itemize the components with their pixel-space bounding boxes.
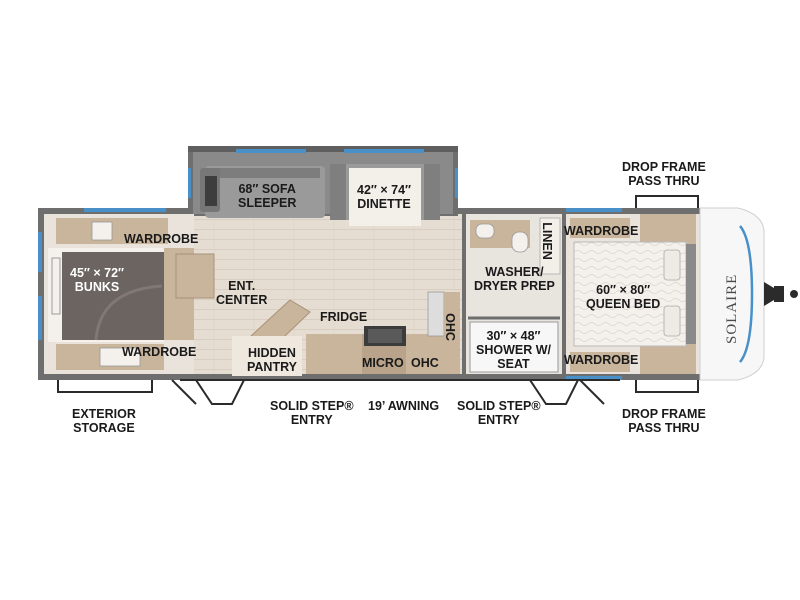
hidden-pantry-cabinet xyxy=(232,299,311,376)
bunks-label: 45″ × 72″BUNKS xyxy=(70,266,125,294)
shower-label: 30″ × 48″SHOWER W/SEAT xyxy=(476,329,551,371)
front-cap xyxy=(699,207,798,381)
dinette-booth xyxy=(330,164,440,226)
bedroom xyxy=(566,214,700,374)
solid-step-right-label: SOLID STEP®ENTRY xyxy=(457,399,541,427)
windows xyxy=(38,208,622,380)
wardrobe-rear-left-label: WARDROBE xyxy=(122,345,197,359)
drop-frame-brackets xyxy=(57,195,699,393)
ohc-vertical-label: OHC xyxy=(442,313,457,341)
brand-logo: SOLAIRE xyxy=(724,274,740,344)
queen-bed-label: 60″ × 80″QUEEN BED xyxy=(586,283,661,311)
solid-step-left-label: SOLID STEP®ENTRY xyxy=(270,399,354,427)
awning-label: 19’ AWNING xyxy=(368,399,440,413)
fridge-label: FRIDGE xyxy=(320,310,368,324)
ohc-label: OHC xyxy=(411,356,439,370)
dinette-label: 42″ × 74″DINETTE xyxy=(357,183,412,211)
kitchen-counter xyxy=(306,291,460,374)
sofa-sleeper xyxy=(200,166,325,218)
washer-dryer-label: WASHER/DRYER PREP xyxy=(474,265,555,293)
linen-label: LINEN xyxy=(539,222,554,260)
awning-and-steps xyxy=(171,379,620,405)
ent-center-label: ENT.CENTER xyxy=(216,279,268,307)
bathroom xyxy=(462,214,566,374)
wardrobe-front-right-label: WARDROBE xyxy=(564,224,639,238)
wardrobe-front-left-label: WARDROBE xyxy=(124,232,199,246)
micro-label: MICRO xyxy=(362,356,404,370)
entertainment-center xyxy=(175,253,215,299)
wardrobe-rear-right-label: WARDROBE xyxy=(564,353,639,367)
